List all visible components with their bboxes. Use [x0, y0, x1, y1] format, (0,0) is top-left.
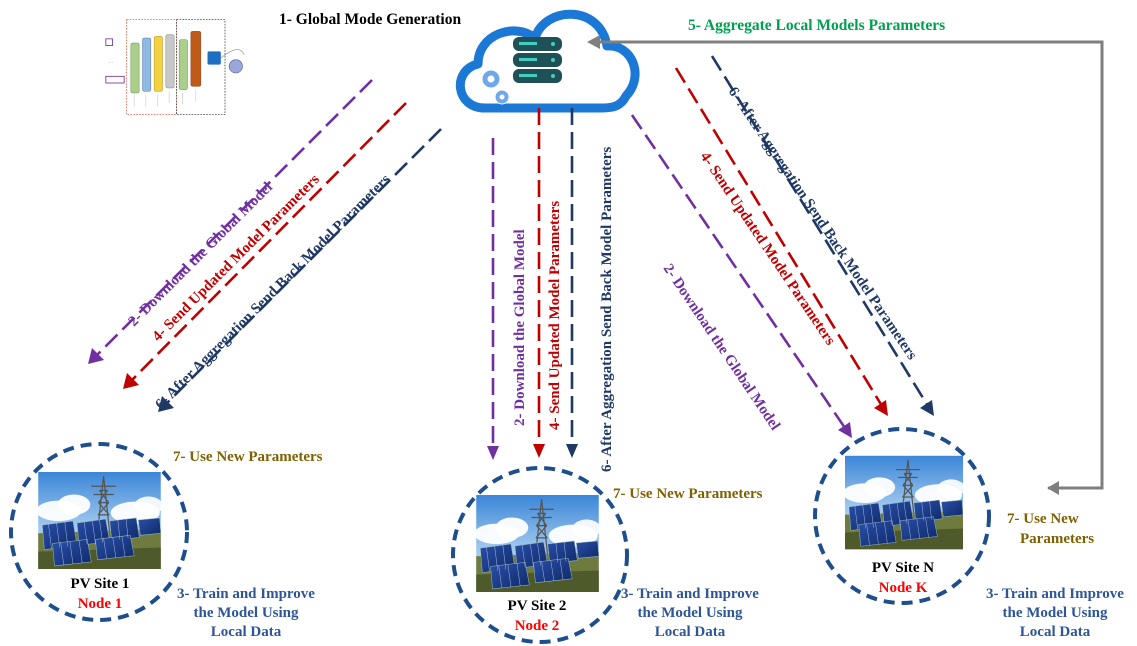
svg-text:3- Train and Improve: 3- Train and Improve: [621, 586, 759, 602]
svg-text:the Model Using: the Model Using: [1003, 605, 1109, 621]
svg-text:Local Data: Local Data: [655, 624, 726, 640]
aggregate-arrow: [587, 35, 1104, 495]
svg-text:3- Train and Improve: 3- Train and Improve: [986, 586, 1124, 602]
train-label: 3- Train and Improve the Model Using Loc…: [621, 586, 759, 640]
right-send-arrow: [674, 67, 884, 407]
left-send-arrow: [130, 102, 407, 382]
database-icon: [513, 37, 562, 83]
use-new-params-label: 7- Use New Parameters: [1007, 511, 1094, 547]
pv-site-n: PV Site N Node K: [813, 427, 991, 605]
svg-text:7- Use New: 7- Use New: [1007, 511, 1079, 527]
use-new-params-label: 7- Use New Parameters: [613, 486, 763, 502]
svg-text:the Model Using: the Model Using: [638, 605, 744, 621]
svg-text:3- Train and Improve: 3- Train and Improve: [177, 586, 315, 602]
mid-after-label: 6- After Aggregation Send Back Model Par…: [599, 147, 615, 472]
train-label: 3- Train and Improve the Model Using Loc…: [177, 586, 315, 640]
solar-panel-image: [474, 495, 601, 592]
train-label: 3- Train and Improve the Model Using Loc…: [986, 586, 1124, 640]
svg-text:Parameters: Parameters: [1020, 531, 1094, 547]
left-download-arrow: [95, 79, 373, 357]
left-after-arrow: [165, 128, 442, 405]
aggregate-label: 5- Aggregate Local Models Parameters: [688, 17, 945, 34]
use-new-params-label: 7- Use New Parameters: [173, 449, 323, 465]
site-name: PV Site N: [872, 560, 934, 576]
solar-panel-image: [845, 455, 963, 550]
neural-network-icon: [105, 18, 265, 118]
right-after-arrow: [710, 55, 930, 407]
node-label: Node 2: [515, 618, 560, 634]
right-download-arrow: [630, 114, 847, 429]
right-download-label: 2- Download the Global Model: [660, 261, 783, 433]
svg-text:Local Data: Local Data: [1020, 624, 1091, 640]
pv-site-1: PV Site 1 Node 1: [9, 442, 189, 622]
right-send-label: 4- Send Updated Model Parameters: [697, 149, 838, 348]
svg-text:the Model Using: the Model Using: [194, 605, 300, 621]
mid-send-label: 4- Send Updated Model Parameters: [547, 201, 563, 430]
gear-icon: [481, 69, 510, 105]
left-after-label: 6- After Aggregation Send Back Model Par…: [153, 171, 394, 412]
node-label: Node 1: [78, 596, 123, 612]
pv-site-2: PV Site 2 Node 2: [451, 466, 629, 644]
svg-text:Local Data: Local Data: [211, 624, 282, 640]
node-label: Node K: [879, 580, 928, 596]
global-model-title: 1- Global Mode Generation: [279, 11, 461, 28]
site-name: PV Site 1: [71, 576, 130, 592]
solar-panel-image: [37, 472, 162, 569]
site-name: PV Site 2: [508, 598, 567, 614]
mid-download-label: 2- Download the Global Model: [512, 229, 528, 426]
